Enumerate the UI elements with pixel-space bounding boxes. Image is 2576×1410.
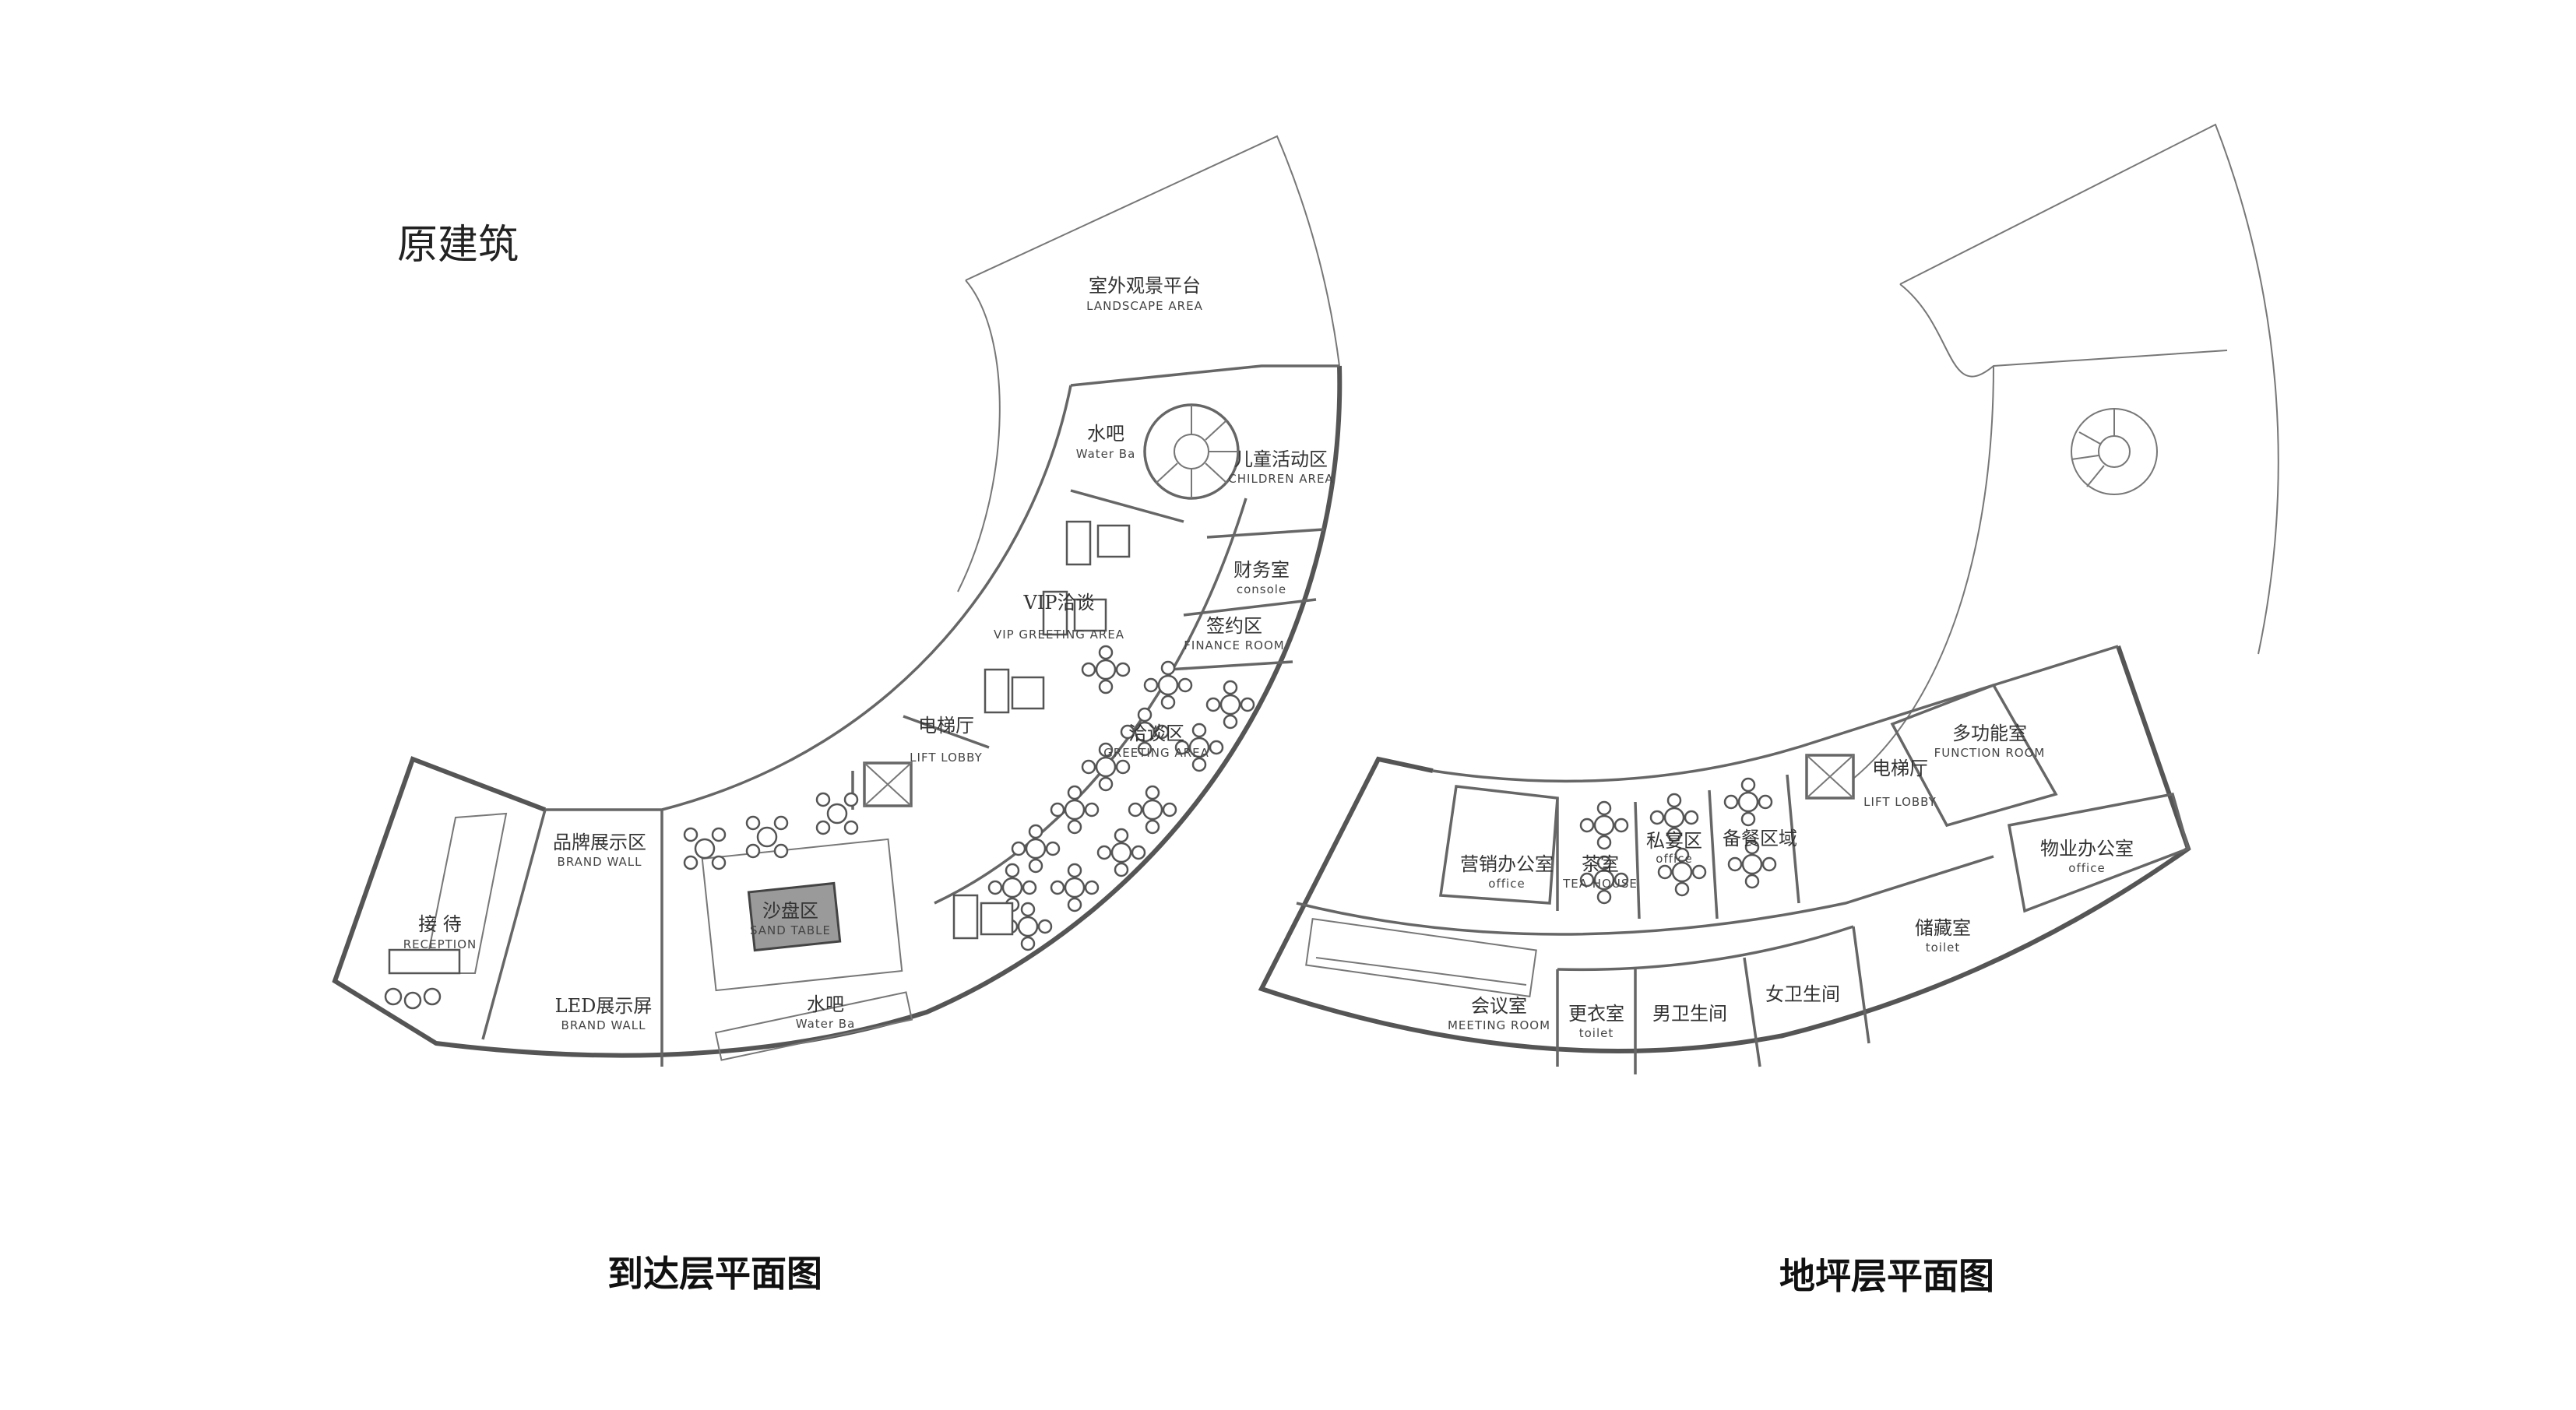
right-upper-outline-3	[1853, 365, 1994, 779]
label-locker-en: toilet	[1579, 1026, 1614, 1040]
partition	[903, 715, 990, 749]
partition	[1708, 789, 1719, 919]
partition	[1167, 660, 1293, 671]
label-lift: 电梯厅	[918, 715, 974, 737]
label-sand-en: SAND TABLE	[750, 923, 831, 937]
label-storage: 储藏室	[1915, 917, 1971, 939]
label-function-en: FUNCTION ROOM	[1934, 746, 2046, 760]
label-sign: 签约区	[1206, 615, 1262, 637]
label-right-lift: 电梯厅	[1872, 758, 1928, 779]
right-building-outer-wall	[1258, 645, 2191, 1053]
right-corridor-2	[1557, 925, 1854, 972]
label-water-bar-top: 水吧	[1087, 423, 1124, 445]
lift-cross	[864, 762, 912, 807]
partition	[1183, 598, 1317, 617]
meeting-table	[1305, 917, 1537, 998]
reception-display	[423, 812, 508, 974]
left-building-inner-curve	[545, 385, 1072, 811]
caption-arrival-floor: 到达层平面图	[607, 1253, 822, 1295]
label-sand: 沙盘区	[762, 900, 818, 922]
left-corridor-wall	[934, 498, 1248, 905]
partition	[1634, 801, 1641, 919]
label-male-wc: 男卫生间	[1652, 1003, 1727, 1025]
label-brand: 品牌展示区	[553, 832, 646, 853]
label-property: 物业办公室	[2040, 838, 2134, 860]
label-reception-en: RECEPTION	[403, 937, 477, 951]
water-bar-counter	[714, 991, 913, 1061]
label-children: 儿童活动区	[1234, 448, 1328, 470]
spiral-stair	[1143, 403, 1240, 500]
left-plan-labels: 室外观景平台 LANDSCAPE AREA 水吧 Water Ba 儿童活动区 …	[403, 275, 1333, 1032]
label-tea-en: TEA HOUSE	[1562, 877, 1638, 891]
label-private: 私宴区	[1646, 830, 1702, 852]
label-reception: 接 待	[418, 913, 462, 935]
left-building-inner-wall	[1070, 364, 1339, 387]
label-landscape: 室外观景平台	[1089, 275, 1201, 297]
label-private-en: office	[1656, 852, 1692, 866]
label-led-en: BRAND WALL	[561, 1018, 646, 1032]
label-meeting-en: GREETING AREA	[1103, 746, 1209, 760]
right-upper-outline-2	[1899, 283, 2228, 378]
page-title: 原建筑	[397, 222, 519, 269]
label-prep: 备餐区域	[1723, 828, 1797, 849]
label-function: 多功能室	[1952, 723, 2027, 744]
partition	[1852, 926, 1870, 1044]
label-meeting-room-en: MEETING ROOM	[1448, 1018, 1550, 1032]
label-storage-en: toilet	[1926, 941, 1961, 955]
label-right-lift-en: LIFT LOBBY	[1863, 795, 1937, 809]
caption-ground-floor: 地坪层平面图	[1779, 1255, 1994, 1297]
left-building-outer-wall	[332, 365, 1343, 1058]
label-property-en: office	[2068, 861, 2105, 875]
reception-desk	[388, 948, 461, 975]
label-vip: VIP洽谈	[1023, 592, 1095, 614]
label-sales: 营销办公室	[1460, 853, 1554, 875]
sales-office	[1439, 785, 1559, 905]
left-floor-plan: 室外观景平台 LANDSCAPE AREA 水吧 Water Ba 儿童活动区 …	[332, 135, 1343, 1067]
label-water-bar-bottom: 水吧	[807, 993, 844, 1015]
landscape-outline	[965, 135, 1340, 367]
right-upper-outline	[1899, 123, 2279, 655]
right-lift-box	[1805, 754, 1855, 800]
sand-table	[747, 881, 842, 952]
partition	[1786, 774, 1800, 904]
lift-box	[863, 761, 913, 807]
function-room	[1890, 683, 2058, 828]
right-spiral-stair	[2071, 408, 2158, 495]
label-finance-en: console	[1237, 582, 1286, 596]
label-brand-en: BRAND WALL	[558, 855, 642, 869]
partition	[1206, 528, 1325, 539]
right-floor-plan: 多功能室 FUNCTION ROOM 电梯厅 LIFT LOBBY 营销办公室 …	[1258, 123, 2279, 1074]
label-meeting: 洽谈区	[1128, 723, 1184, 744]
sand-table-base	[701, 838, 903, 992]
landscape-outline-inner	[957, 280, 1001, 592]
label-sales-en: office	[1488, 877, 1525, 891]
label-female-wc: 女卫生间	[1765, 983, 1840, 1005]
label-lift-en: LIFT LOBBY	[910, 751, 983, 765]
label-sign-en: FINANCE ROOM	[1184, 638, 1284, 652]
label-landscape-en: LANDSCAPE AREA	[1086, 299, 1203, 313]
label-tea: 茶室	[1582, 853, 1619, 875]
label-children-en: CHILDREN AREA	[1228, 472, 1333, 486]
vip-sofas	[952, 520, 1131, 940]
label-vip-en: VIP GREETING AREA	[994, 628, 1124, 642]
property-office	[2007, 792, 2191, 913]
label-water-bar-top-en: Water Ba	[1076, 447, 1136, 461]
right-corridor	[1296, 855, 1994, 936]
right-plan-labels: 多功能室 FUNCTION ROOM 电梯厅 LIFT LOBBY 营销办公室 …	[1448, 723, 2134, 1040]
label-meeting-room: 会议室	[1471, 995, 1527, 1017]
label-led: LED展示屏	[555, 995, 653, 1017]
label-finance: 财务室	[1233, 559, 1290, 581]
right-tables	[1579, 777, 1777, 905]
partition	[1070, 489, 1184, 523]
label-water-bar-bottom-en: Water Ba	[796, 1017, 856, 1031]
right-building-inner-wall	[1432, 645, 2119, 783]
partition	[481, 809, 547, 1040]
meeting-tables	[683, 645, 1255, 951]
label-locker: 更衣室	[1568, 1003, 1624, 1025]
partition	[1743, 957, 1761, 1067]
